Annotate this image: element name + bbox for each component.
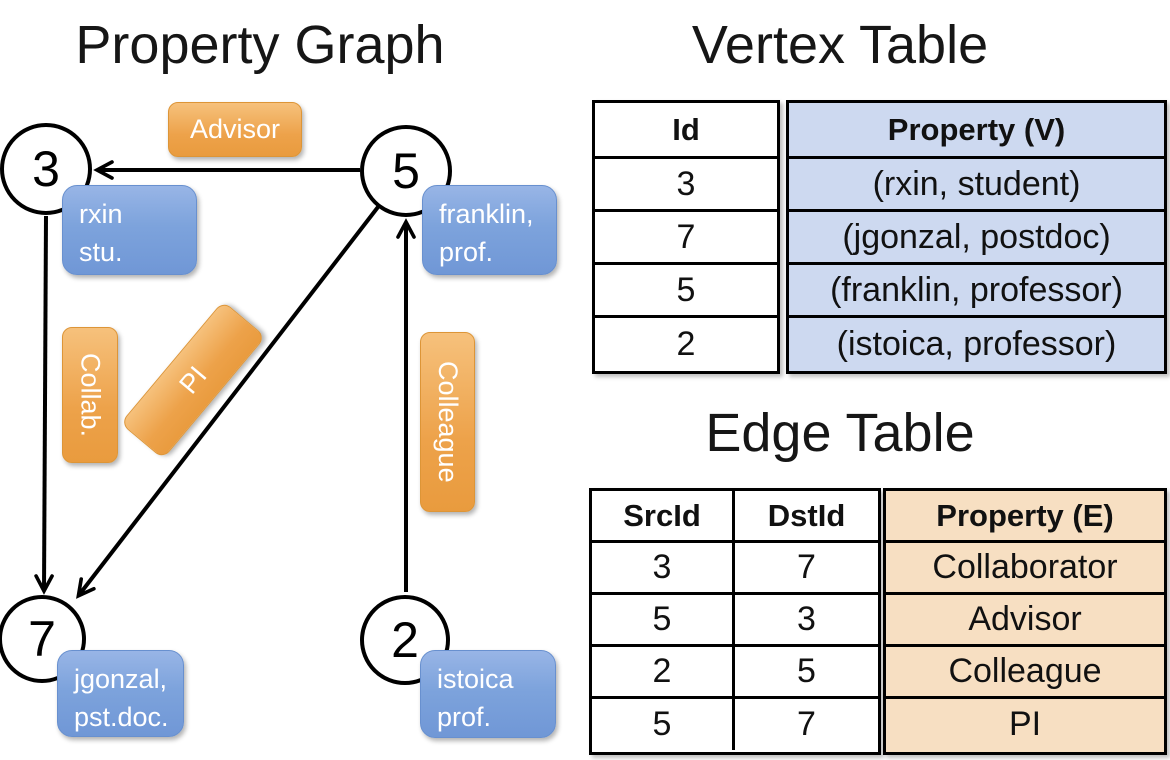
vertex-property-line: prof. xyxy=(439,237,494,268)
vertex-property-box-5: franklin, prof. xyxy=(422,185,557,275)
vertex-property-box-2: istoica prof. xyxy=(420,650,556,738)
edge-line-collab-3-to-7 xyxy=(34,215,54,595)
edge-dstid-cell: 7 xyxy=(735,543,878,595)
vertex-table-id-column: Id 3 7 5 2 xyxy=(592,100,780,374)
vertex-id-cell: 5 xyxy=(595,265,777,318)
node-circle-5: 5 xyxy=(360,125,452,217)
graph-edges-layer xyxy=(34,160,416,599)
vertex-id-cell: 3 xyxy=(595,159,777,212)
edge-srcid-cell: 2 xyxy=(592,647,735,699)
vertex-table-header-property: Property (V) xyxy=(789,103,1164,159)
edge-srcid-cell: 5 xyxy=(592,595,735,647)
edge-table-id-columns: SrcId DstId 3 7 5 3 2 5 5 7 xyxy=(589,488,881,755)
vertex-table-property-column: Property (V) (rxin, student) (jgonzal, p… xyxy=(786,100,1167,374)
edge-dstid-cell: 7 xyxy=(797,705,816,743)
vertex-property-box-7: jgonzal, pst.doc. xyxy=(57,650,184,737)
vertex-table-header-id: Id xyxy=(595,103,777,159)
node-id-5: 5 xyxy=(392,143,420,199)
edge-table-header-property: Property (E) xyxy=(886,491,1164,543)
vertex-property-cell: (istoica, professor) xyxy=(836,325,1117,363)
edge-label-collab: Collab. xyxy=(62,327,118,463)
vertex-table-title: Vertex Table xyxy=(691,15,989,75)
node-id-2: 2 xyxy=(391,612,419,668)
edge-dstid-cell: 3 xyxy=(735,595,878,647)
edge-property-cell: Advisor xyxy=(886,595,1164,647)
vertex-property-line: rxin xyxy=(79,199,123,229)
vertex-property-line: prof. xyxy=(437,702,492,733)
vertex-property-cell: (jgonzal, postdoc) xyxy=(789,212,1164,265)
edge-label-advisor: Advisor xyxy=(168,102,302,157)
edge-property-cell: PI xyxy=(1008,705,1042,743)
property-graph-title: Property Graph xyxy=(75,15,445,75)
edge-property-cell: Collaborator xyxy=(886,543,1164,595)
vertex-property-line: istoica xyxy=(437,664,514,694)
vertex-property-line: pst.doc. xyxy=(74,702,169,733)
edge-line-pi-5-to-7 xyxy=(76,205,380,599)
node-id-3: 3 xyxy=(32,141,60,197)
edge-dstid-cell: 5 xyxy=(735,647,878,699)
edge-srcid-cell: 5 xyxy=(592,699,735,750)
node-id-7: 7 xyxy=(28,611,56,667)
edge-table-title: Edge Table xyxy=(705,403,975,463)
edge-property-cell: Colleague xyxy=(886,647,1164,699)
vertex-id-cell: 2 xyxy=(676,325,696,363)
vertex-property-cell: (rxin, student) xyxy=(789,159,1164,212)
edge-label-colleague: Colleague xyxy=(420,332,475,512)
edge-table-header-dstid: DstId xyxy=(735,491,878,543)
vertex-property-box-3: rxin stu. xyxy=(62,185,197,275)
edge-table-header-srcid: SrcId xyxy=(592,491,735,543)
vertex-property-cell: (franklin, professor) xyxy=(789,265,1164,318)
vertex-property-line: franklin, xyxy=(439,199,534,229)
vertex-property-line: jgonzal, xyxy=(74,664,168,694)
vertex-id-cell: 7 xyxy=(595,212,777,265)
edge-srcid-cell: 3 xyxy=(592,543,735,595)
vertex-property-line: stu. xyxy=(79,237,123,268)
node-circle-2: 2 xyxy=(360,595,450,685)
edge-table-property-column: Property (E) Collaborator Advisor Collea… xyxy=(883,488,1167,755)
